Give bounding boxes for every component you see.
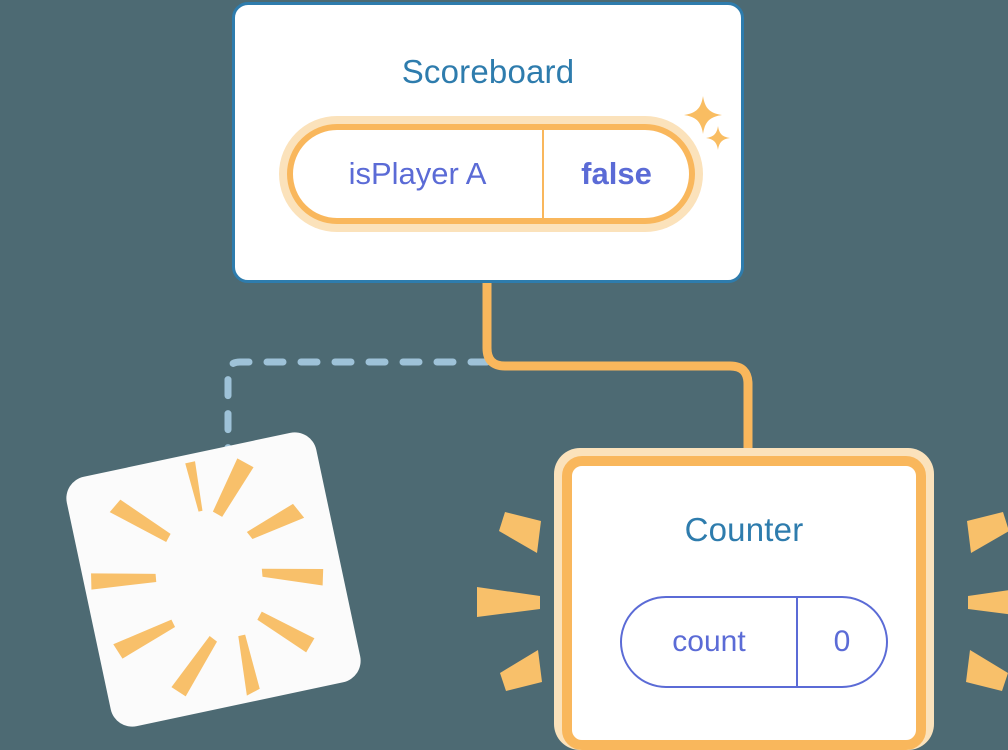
connector-scoreboard-to-flash-card — [224, 358, 491, 484]
sparkle-icon — [684, 96, 722, 134]
counter-pill-key: count — [672, 625, 746, 658]
counter-burst-right-icon — [966, 512, 1008, 691]
pill-body[interactable]: isPlayer A false — [287, 124, 695, 224]
pill-divider — [796, 598, 798, 686]
counter-state-pill[interactable]: count 0 — [620, 596, 888, 688]
scoreboard-state-pill[interactable]: isPlayer A false — [279, 116, 703, 232]
counter-pill-value: 0 — [833, 625, 851, 658]
scoreboard-pill-value: false — [581, 156, 652, 191]
counter-title: Counter — [684, 511, 804, 548]
pill-divider — [542, 130, 544, 218]
scoreboard-pill-key: isPlayer A — [348, 156, 487, 191]
counter-burst-left-icon — [477, 512, 542, 691]
scoreboard-card[interactable]: Scoreboard isPlayer A false — [232, 2, 744, 283]
counter-card[interactable]: Counter count 0 — [562, 456, 926, 750]
connector-scoreboard-to-counter — [482, 283, 753, 470]
sparkle-icon — [706, 126, 730, 150]
burst-rays-icon — [91, 458, 324, 697]
scoreboard-title: Scoreboard — [401, 53, 575, 90]
